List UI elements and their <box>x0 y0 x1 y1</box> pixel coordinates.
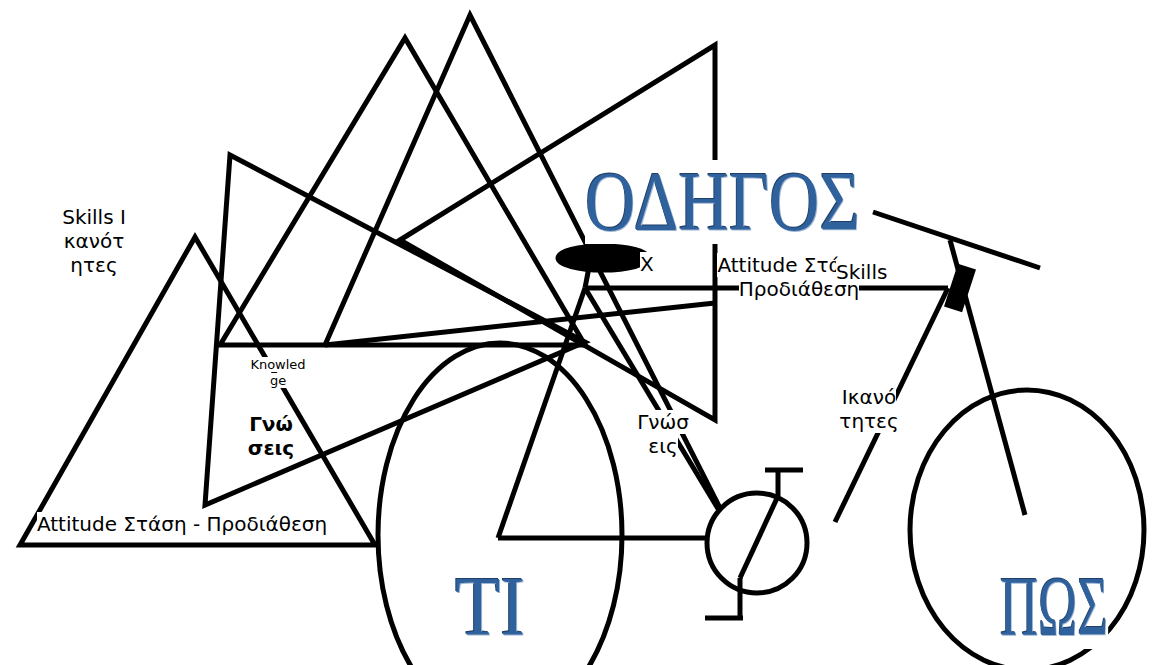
knowledge-label: Γνώσεις <box>636 410 690 458</box>
rear-wheel <box>910 390 1144 665</box>
label-text: Γνώσεις <box>637 410 689 458</box>
chain-stay <box>498 536 707 541</box>
label-text: X <box>640 252 654 276</box>
crank <box>776 470 781 496</box>
pedal <box>705 616 743 621</box>
triangle <box>220 38 585 345</box>
triangle <box>325 15 722 512</box>
how-label: ΠΩΣ <box>1000 565 1108 649</box>
label-text: Γνώσεις <box>248 412 294 460</box>
chainring <box>707 493 807 593</box>
triangle <box>20 237 375 545</box>
crank <box>738 578 743 618</box>
attitude-label: Attitude Στάση - Προδιάθεση <box>12 512 352 536</box>
crank <box>740 496 778 578</box>
what-label: ΤΙ <box>455 565 525 649</box>
pedal <box>765 468 803 473</box>
seat-stay <box>498 288 585 538</box>
knowledge-label: Knowledge <box>250 357 306 388</box>
label-text: Ικανότητες <box>839 385 898 433</box>
skills-label: Skills <box>836 260 887 284</box>
head-tube <box>947 267 973 309</box>
down-tube <box>835 288 948 522</box>
label-text: Attitude Στάση - Προδιάθεση <box>37 512 327 536</box>
saddle <box>558 246 648 270</box>
handlebar <box>873 212 1040 268</box>
seat-tube <box>585 288 720 512</box>
label-text: Skills Ικανότητες <box>62 205 126 277</box>
skills-label: Ικανότητες <box>838 385 900 433</box>
skills-label: Skills Ικανότητες <box>58 205 130 277</box>
marker-letter: X <box>640 252 654 276</box>
front-wheel <box>378 343 622 665</box>
knowledge-label: Γνώσεις <box>245 412 297 460</box>
title-word: ΟΔΗΓΟΣ <box>585 160 860 244</box>
label-text: Knowledge <box>250 357 305 388</box>
label-text: Skills <box>836 260 887 284</box>
